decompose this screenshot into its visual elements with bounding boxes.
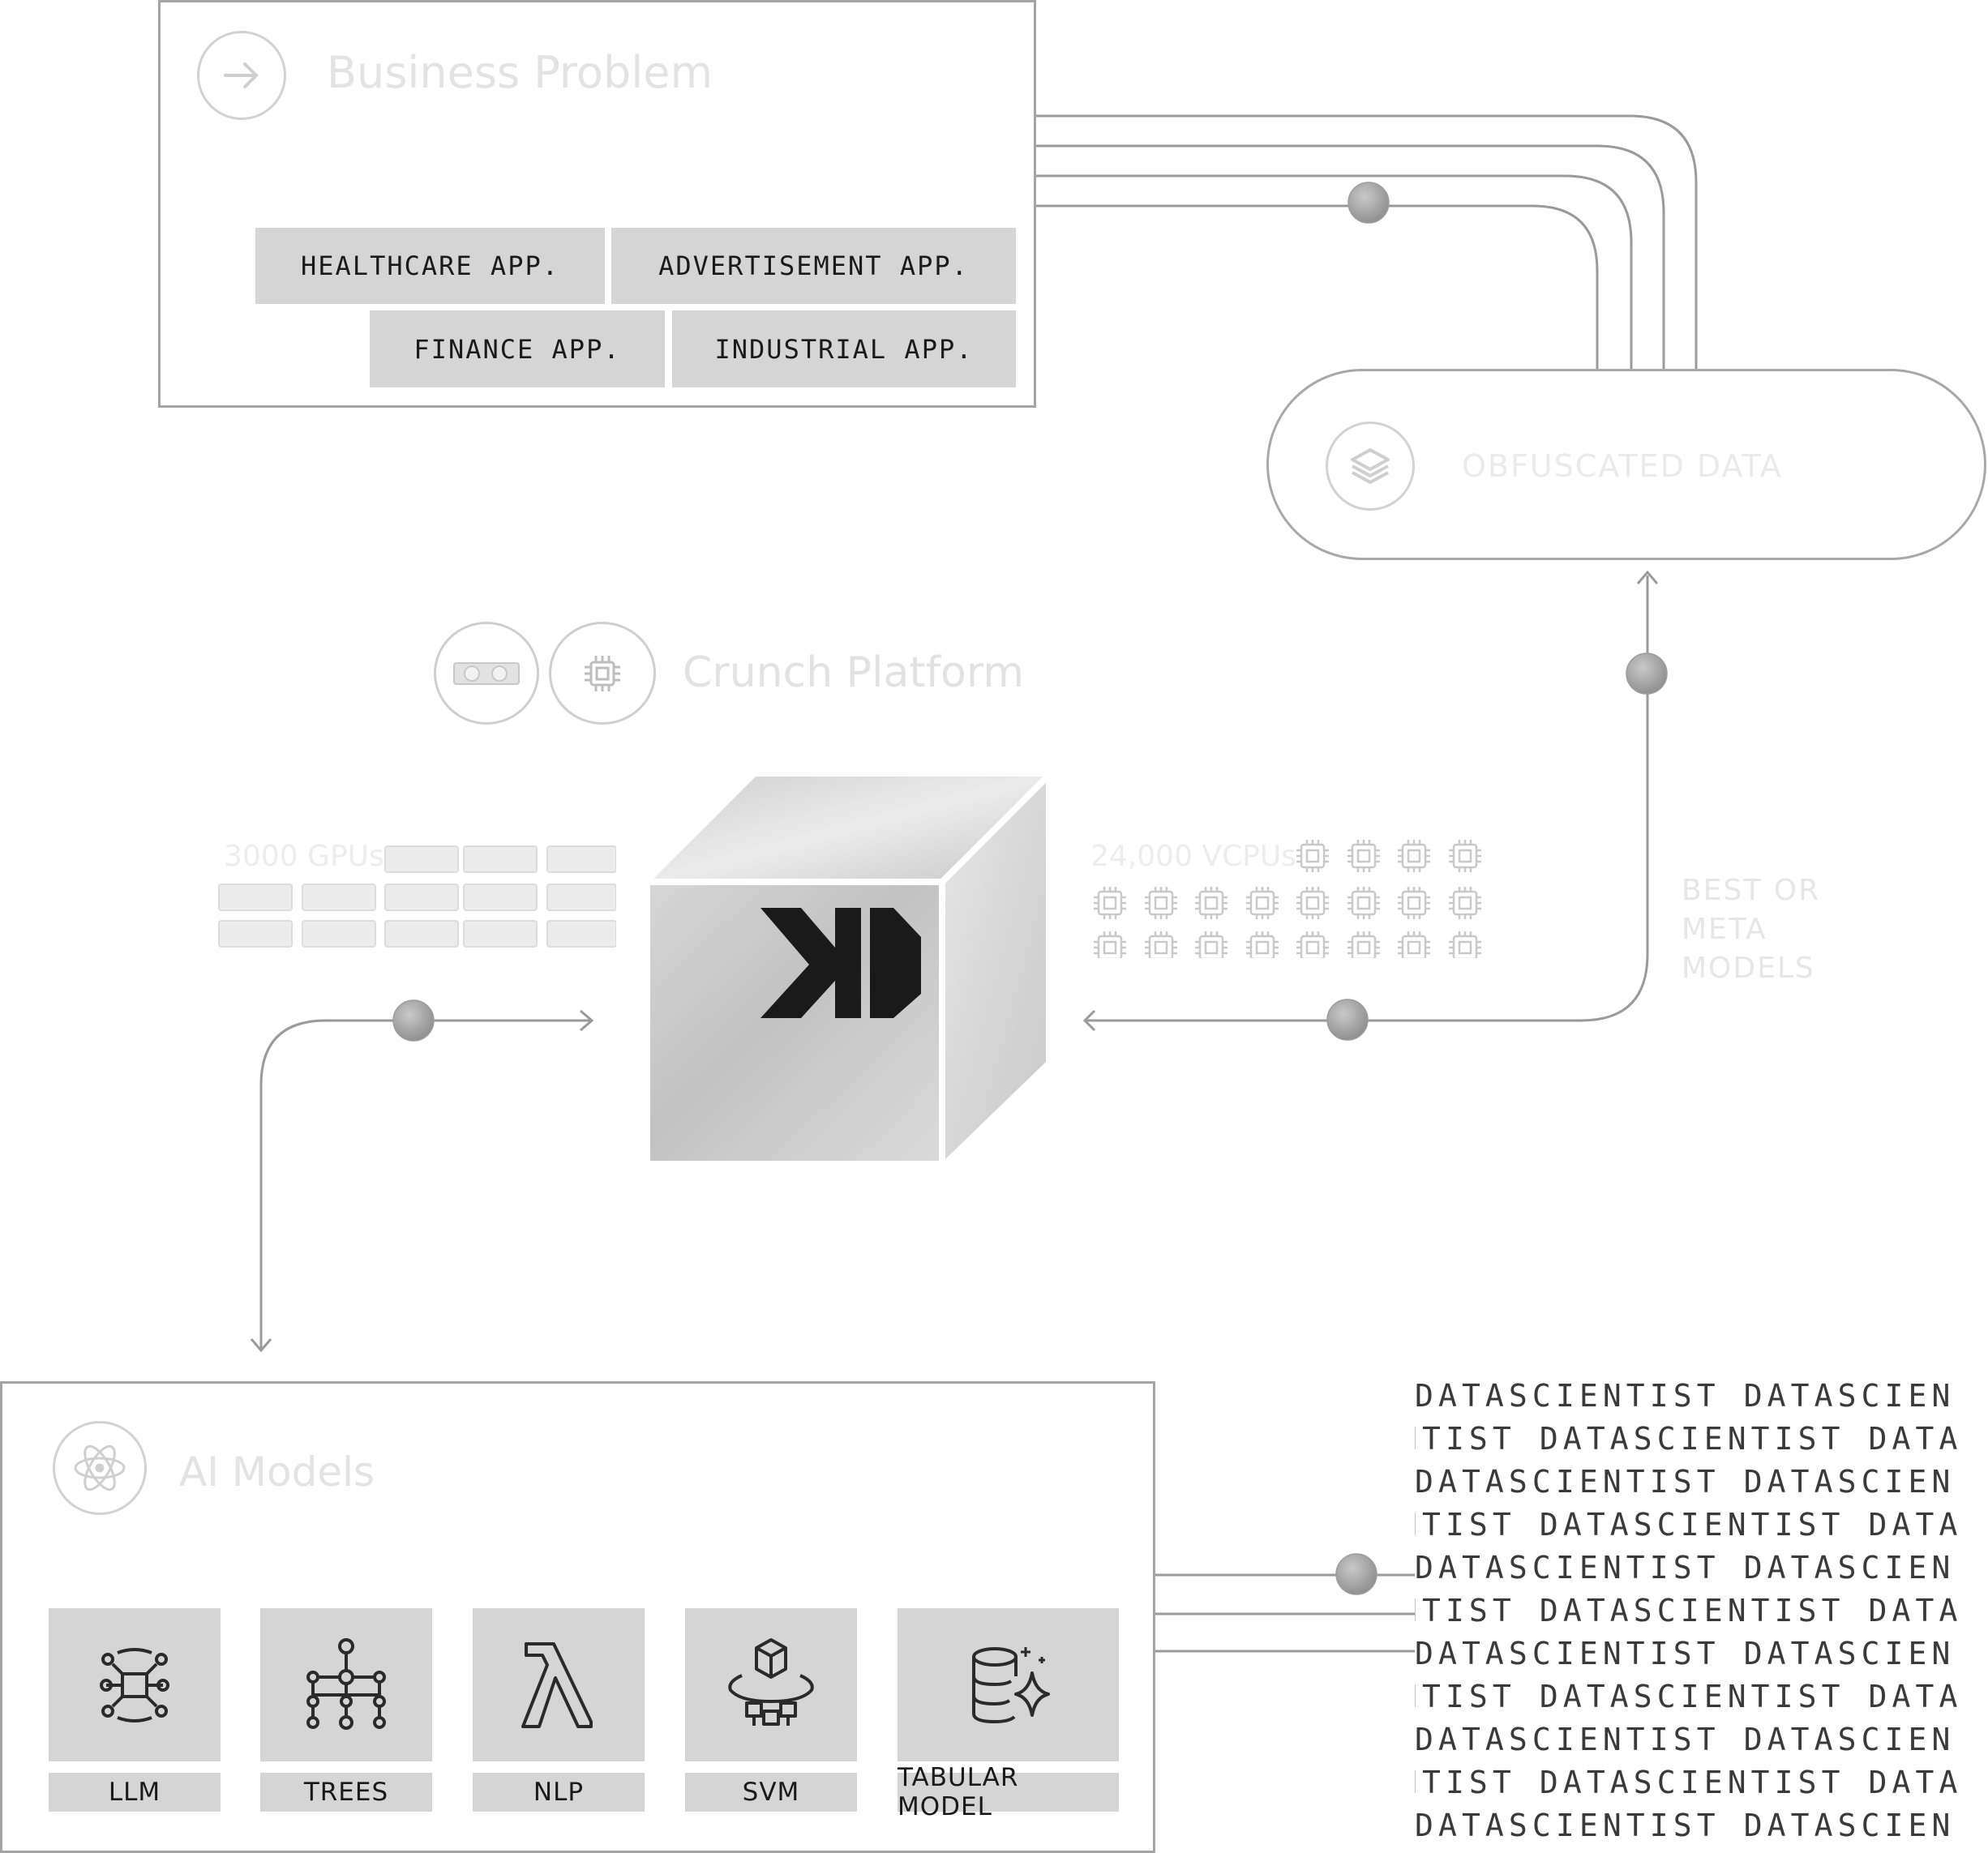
lambda-icon (521, 1641, 593, 1728)
vcpu-grid (1092, 838, 1483, 958)
models-arrow-head (250, 1338, 272, 1353)
atom-icon (53, 1421, 147, 1515)
ds-line: NTIST DATASCIENTIST DATA (1415, 1421, 1963, 1457)
data-scientist-text-block: DATASCIENTIST DATASCIEN NTIST DATASCIENT… (1415, 1378, 1988, 1853)
gpu-card-icon (218, 884, 293, 911)
svm-tile (685, 1608, 857, 1761)
crunch-logo (760, 908, 921, 1018)
business-problem-title: Business Problem (327, 47, 713, 98)
best-models-label: BEST OR META MODELS (1682, 874, 1821, 985)
flow-dot (1335, 1553, 1377, 1595)
nlp-label: NLP (473, 1773, 645, 1812)
gpu-card-icon (384, 920, 459, 948)
crunch-cube (649, 774, 1050, 1162)
flow-dot (392, 999, 435, 1042)
tabular-model-tile (898, 1608, 1119, 1761)
gpu-card-icon (463, 845, 538, 873)
gpu-card-icon (546, 920, 616, 948)
ds-line: DATASCIENTIST DATASCIEN (1415, 1636, 1956, 1671)
advertisement-app-box: ADVERTISEMENT APP. (611, 228, 1016, 304)
ds-line: DATASCIENTIST DATASCIEN (1415, 1808, 1956, 1843)
trees-tile (260, 1608, 432, 1761)
flow-dot (1626, 653, 1668, 695)
obfuscated-data-pill: OBFUSCATED DATA (1266, 369, 1986, 560)
flow-dot (1326, 999, 1369, 1041)
biz-to-data-line-1 (1036, 114, 1698, 369)
biz-to-data-line-4 (1036, 204, 1599, 369)
llm-label: LLM (49, 1773, 221, 1812)
llm-tile (49, 1608, 221, 1761)
obfuscated-data-label: OBFUSCATED DATA (1462, 448, 1783, 484)
ds-line: DATASCIENTIST DATASCIEN (1415, 1722, 1956, 1757)
gpu-grid (218, 845, 616, 948)
ds-line: NTIST DATASCIENTIST DATA (1415, 1593, 1963, 1628)
ds-line: DATASCIENTIST DATASCIEN (1415, 1550, 1956, 1586)
gpu-card-icon (384, 845, 459, 873)
cube-side-face (944, 780, 1046, 1161)
gpu-card-icon (546, 884, 616, 911)
flow-dot (1347, 182, 1390, 224)
gpu-card-icon (302, 884, 376, 911)
gpu-card-icon (546, 845, 616, 873)
gpu-card-icon (434, 622, 539, 725)
ds-line: NTIST DATASCIENTIST DATA (1415, 1507, 1963, 1543)
gpu-card-icon (302, 920, 376, 948)
vcpus-label: 24,000 VCPUs (1090, 840, 1296, 873)
ai-models-title: AI Models (179, 1449, 375, 1496)
nlp-tile (473, 1608, 645, 1761)
ds-line: NTIST DATASCIENTIST DATA (1415, 1765, 1963, 1800)
biz-to-data-line-2 (1036, 144, 1665, 369)
data-arrow-head (1636, 570, 1659, 584)
tabular-model-label: TABULAR MODEL (898, 1763, 1119, 1821)
gpu-card-icon (463, 884, 538, 911)
gpu-card-icon (384, 884, 459, 911)
database-sparkle-icon (971, 1646, 1050, 1723)
ds-line: DATASCIENTIST DATASCIEN (1415, 1378, 1956, 1414)
cpu-chip-icon (549, 622, 656, 725)
llm-network-icon (100, 1647, 169, 1722)
ds-line: DATASCIENTIST DATASCIEN (1415, 1464, 1956, 1500)
biz-to-data-line-3 (1036, 174, 1633, 369)
cube-arrow-right-head (1082, 1009, 1096, 1032)
healthcare-app-box: HEALTHCARE APP. (255, 228, 605, 304)
svm-cube-icon (728, 1637, 814, 1726)
layers-icon (1326, 422, 1415, 511)
gpu-card-icon (218, 920, 293, 948)
business-problem-panel: Business Problem HEALTHCARE APP. ADVERTI… (158, 0, 1036, 408)
industrial-app-box: INDUSTRIAL APP. (672, 310, 1016, 387)
cube-arrow-left-head (580, 1009, 594, 1032)
decision-tree-icon (306, 1637, 386, 1730)
arrow-right-icon (197, 31, 286, 120)
cube-top-face (650, 777, 1046, 882)
gpu-card-icon (463, 920, 538, 948)
finance-app-box: FINANCE APP. (370, 310, 665, 387)
trees-label: TREES (260, 1773, 432, 1812)
svm-label: SVM (685, 1773, 857, 1812)
ds-line: NTIST DATASCIENTIST DATA (1415, 1679, 1963, 1714)
crunch-platform-title: Crunch Platform (683, 648, 1024, 697)
models-to-data-line (1086, 576, 1649, 1022)
gpu-to-models-line (259, 1019, 327, 1349)
cube-front-face (650, 884, 940, 1161)
gpus-label: 3000 GPUs (224, 840, 384, 873)
